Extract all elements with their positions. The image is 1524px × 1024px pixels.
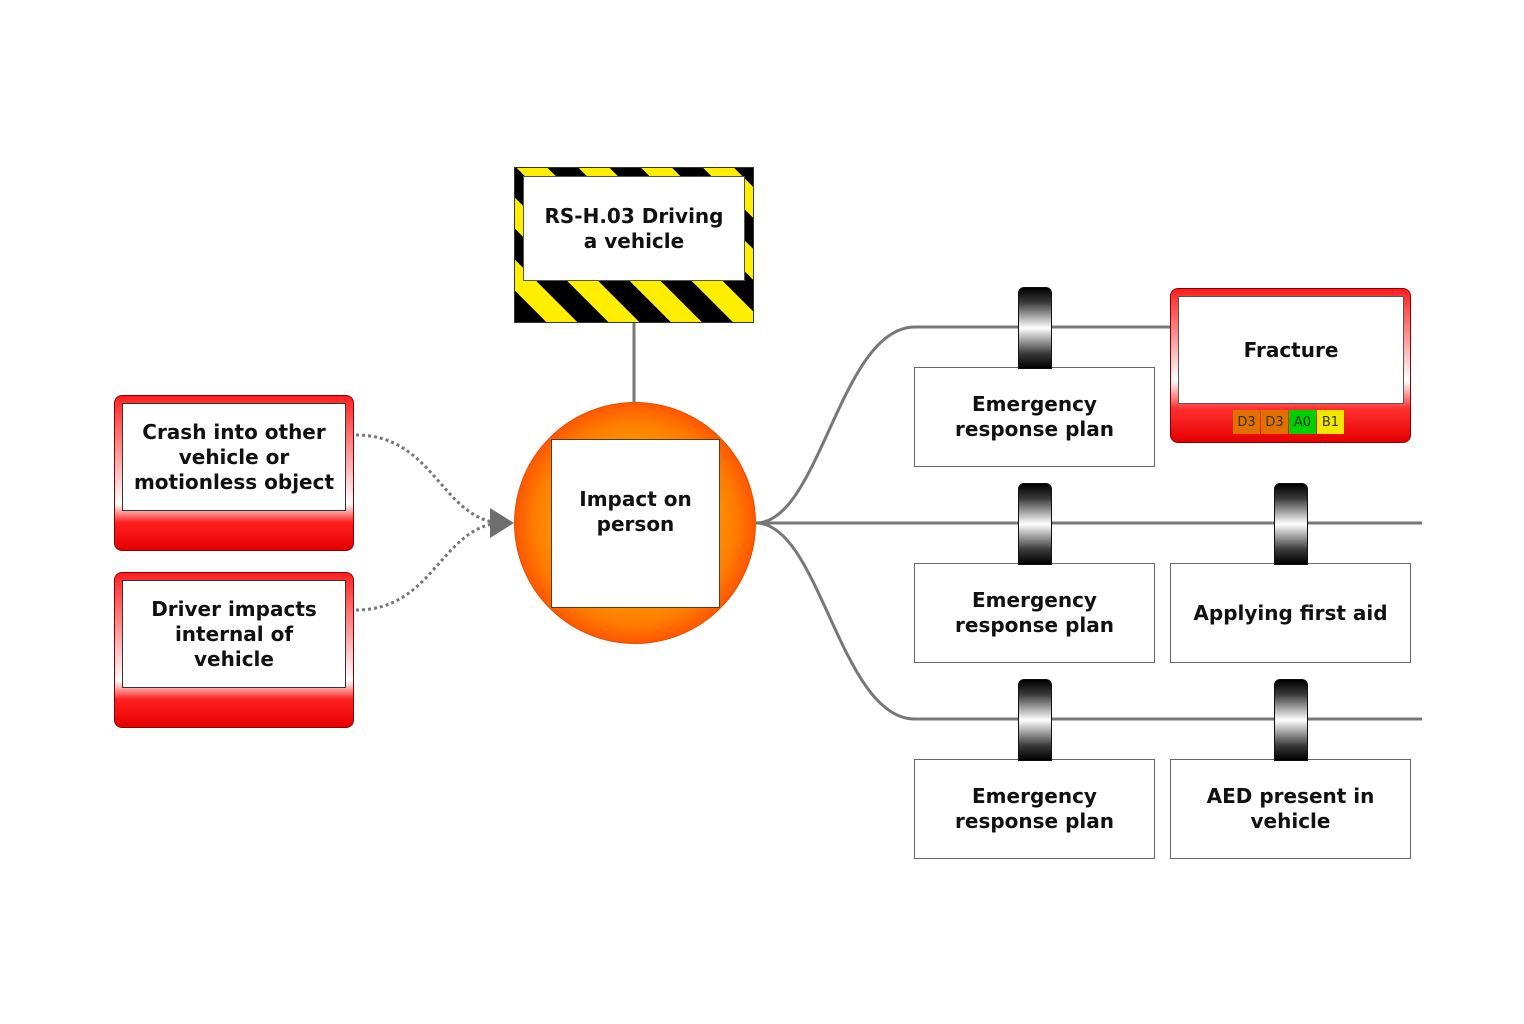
consequence-label: Fracture bbox=[1243, 337, 1339, 362]
barrier-label: AED present in vehicle bbox=[1206, 784, 1375, 833]
barrier-clip-icon bbox=[1018, 483, 1052, 565]
risk-badge: A0 bbox=[1289, 410, 1316, 434]
barrier-label: Applying first aid bbox=[1193, 600, 1388, 625]
threat-box-1[interactable]: Crash into other vehicle or motionless o… bbox=[114, 395, 354, 551]
barrier-clip-icon bbox=[1018, 287, 1052, 369]
barrier-clip-icon bbox=[1274, 483, 1308, 565]
barrier-label: Emergency response plan bbox=[955, 784, 1114, 833]
threat-box-2[interactable]: Driver impacts internal of vehicle bbox=[114, 572, 354, 728]
threat-connector-1 bbox=[355, 433, 493, 524]
risk-badge: D3 bbox=[1261, 410, 1288, 434]
hazard-inner: RS-H.03 Driving a vehicle bbox=[523, 176, 745, 281]
barrier-box-2[interactable]: Emergency response plan bbox=[914, 563, 1155, 663]
top-event-inner: Impact on person bbox=[551, 439, 720, 608]
pathway-bottom bbox=[755, 521, 1422, 721]
threat-label: Driver impacts internal of vehicle bbox=[151, 596, 317, 671]
threat-label: Crash into other vehicle or motionless o… bbox=[133, 419, 335, 494]
barrier-box-1[interactable]: Emergency response plan bbox=[914, 367, 1155, 467]
arrowhead-icon bbox=[490, 508, 514, 538]
hazard-box[interactable]: RS-H.03 Driving a vehicle bbox=[514, 167, 754, 323]
barrier-box-5[interactable]: AED present in vehicle bbox=[1170, 759, 1411, 859]
risk-badge: B1 bbox=[1317, 410, 1344, 434]
threat-inner: Driver impacts internal of vehicle bbox=[122, 580, 346, 688]
top-event-label: Impact on person bbox=[579, 486, 692, 536]
pathway-top bbox=[755, 325, 1170, 525]
barrier-label: Emergency response plan bbox=[955, 392, 1114, 441]
consequence-box[interactable]: Fracture D3 D3 A0 B1 bbox=[1170, 288, 1411, 443]
consequence-inner: Fracture bbox=[1178, 296, 1404, 404]
barrier-clip-icon bbox=[1274, 679, 1308, 761]
top-event-circle[interactable]: Impact on person bbox=[514, 402, 756, 644]
hazard-label: RS-H.03 Driving a vehicle bbox=[544, 203, 724, 253]
barrier-box-3[interactable]: Applying first aid bbox=[1170, 563, 1411, 663]
risk-badges: D3 D3 A0 B1 bbox=[1233, 410, 1344, 434]
barrier-box-4[interactable]: Emergency response plan bbox=[914, 759, 1155, 859]
threat-inner: Crash into other vehicle or motionless o… bbox=[122, 403, 346, 511]
risk-badge: D3 bbox=[1233, 410, 1260, 434]
barrier-label: Emergency response plan bbox=[955, 588, 1114, 637]
barrier-clip-icon bbox=[1018, 679, 1052, 761]
threat-connector-2 bbox=[355, 522, 493, 612]
